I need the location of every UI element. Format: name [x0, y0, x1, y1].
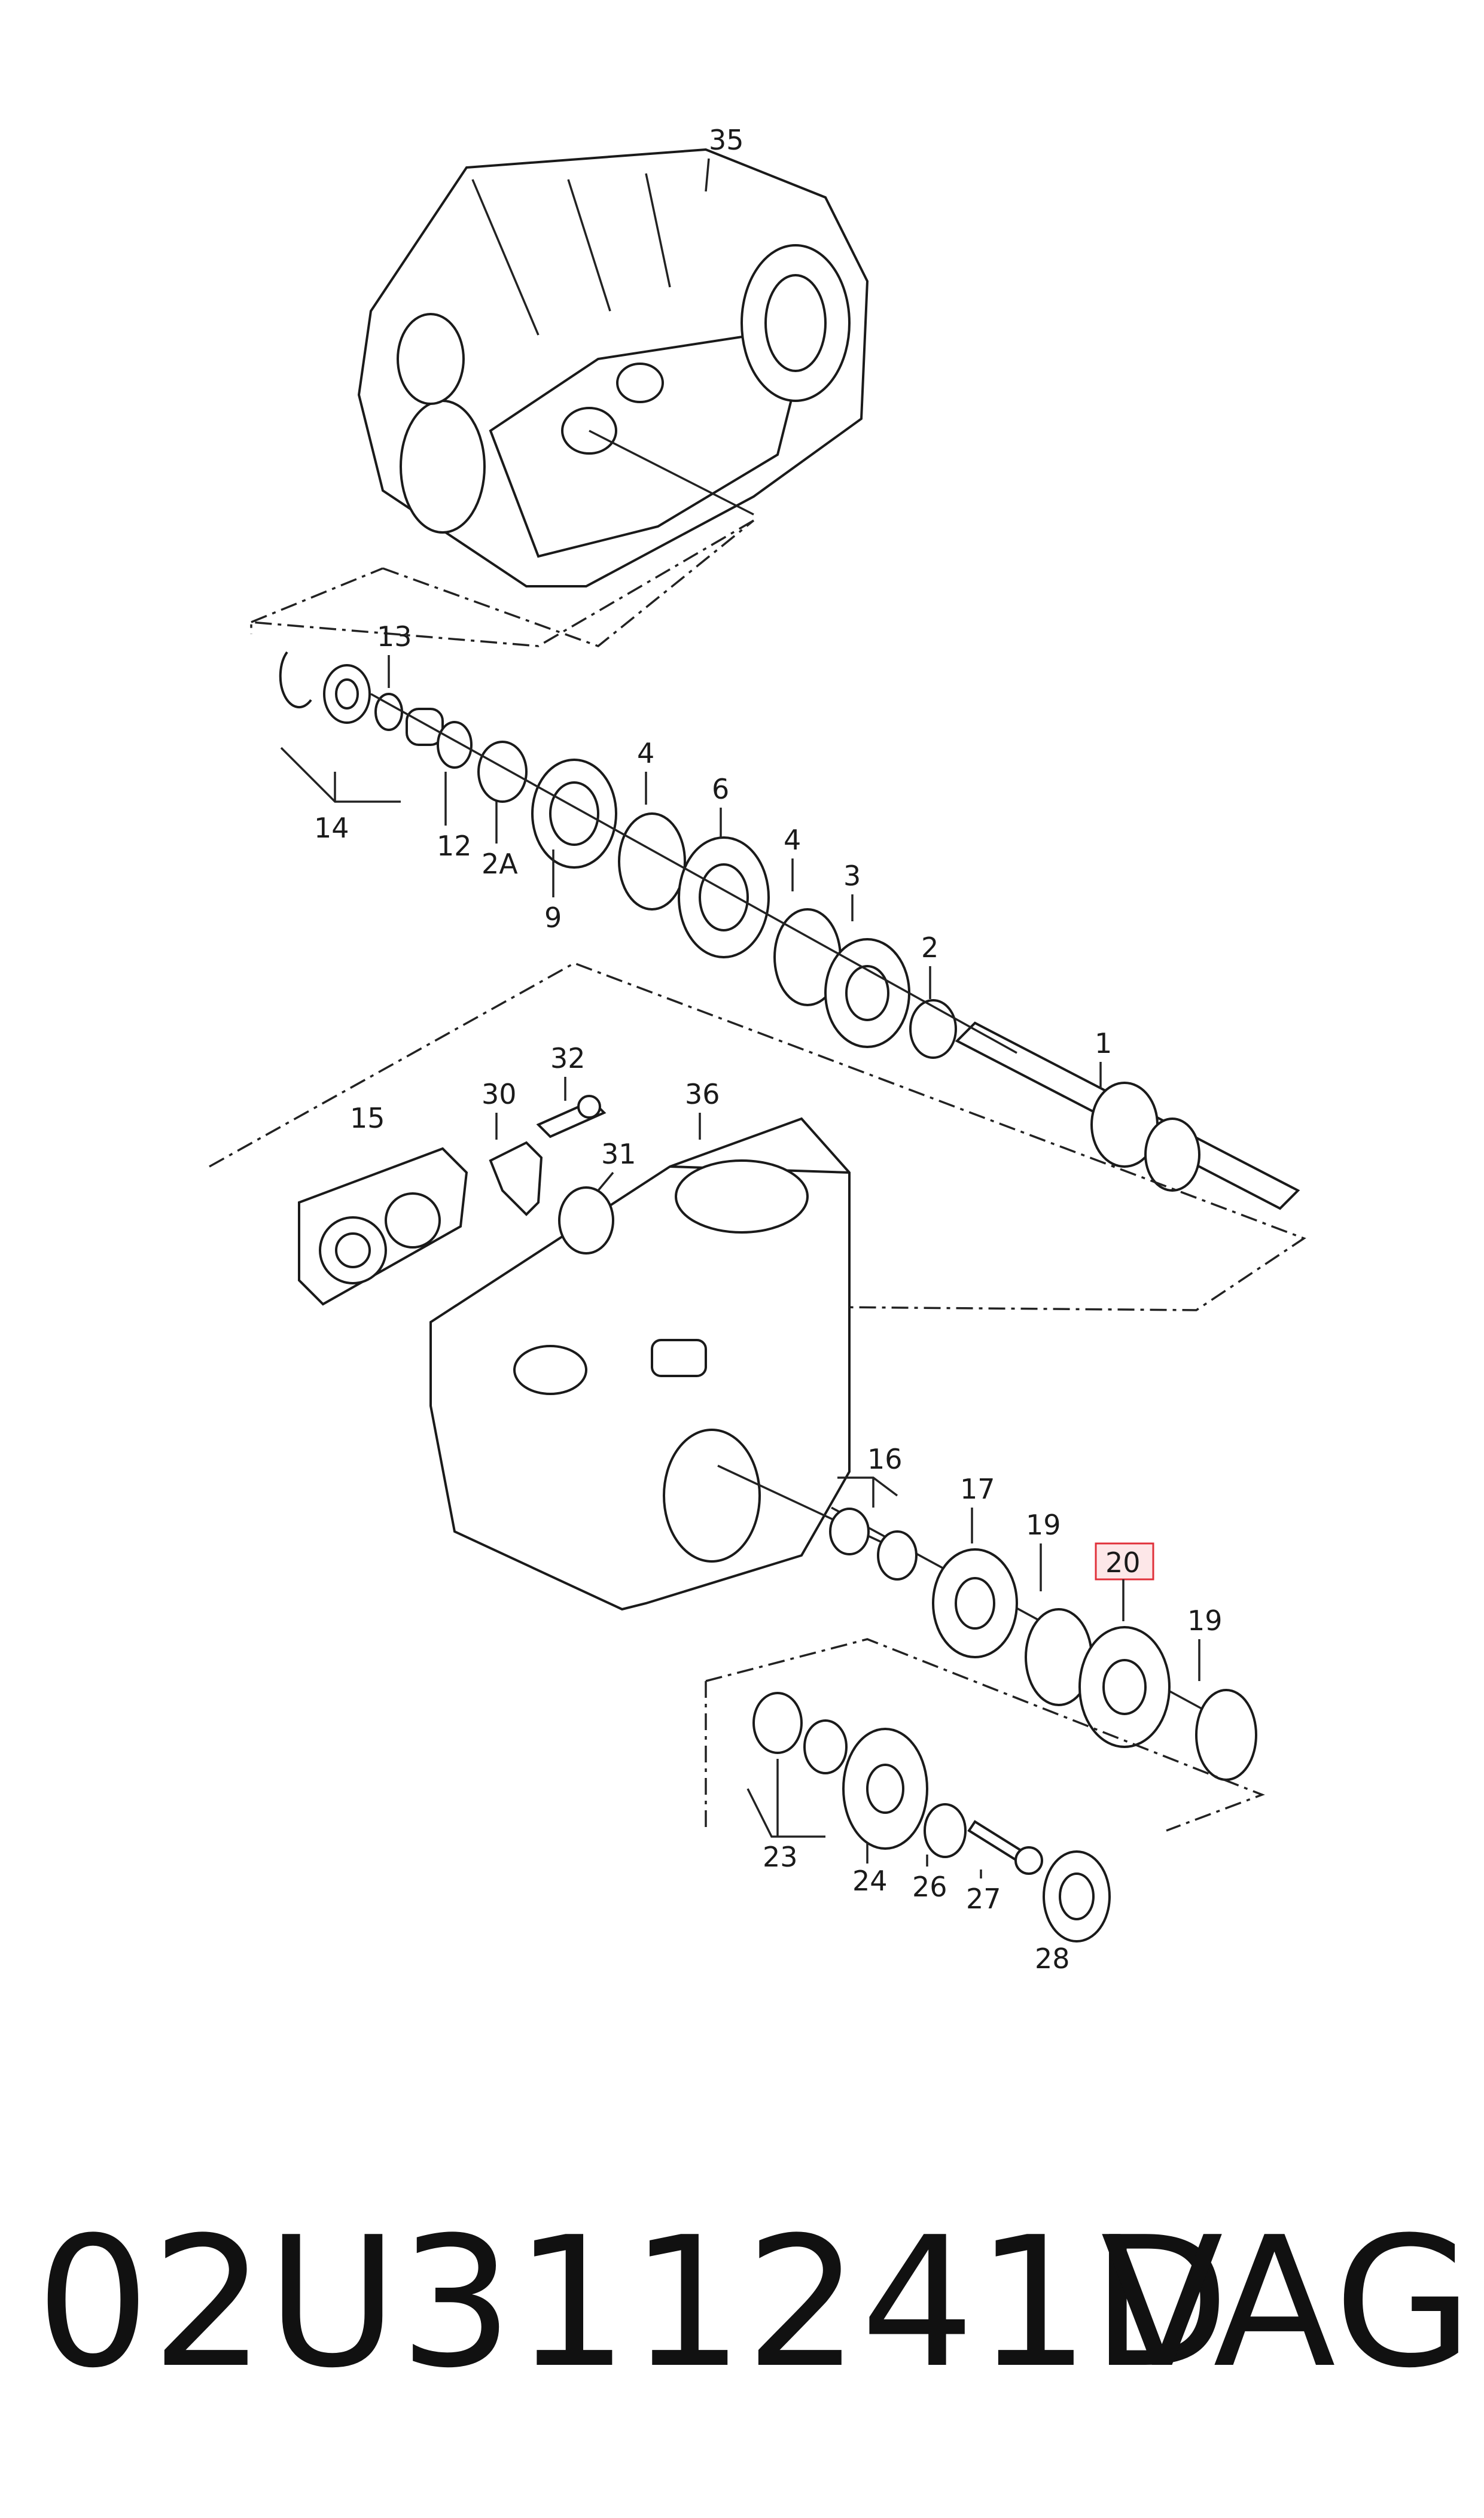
- shaft-assembly-upper: [279, 651, 1300, 1210]
- callout-28: 28: [1035, 1942, 1070, 1975]
- leader-lines: [280, 158, 1200, 1878]
- callout-20: 20: [1105, 1546, 1141, 1579]
- callout-36: 36: [685, 1078, 720, 1110]
- callout-1: 1: [1095, 1027, 1112, 1059]
- callout-24: 24: [852, 1865, 888, 1897]
- callout-32: 32: [550, 1042, 586, 1074]
- callout-2A: 2A: [482, 848, 518, 880]
- callout-12: 12: [437, 830, 472, 862]
- callout-31: 31: [601, 1138, 636, 1170]
- callout-20-highlight-box: [1095, 1542, 1154, 1581]
- shaft-assembly-lower: [829, 1506, 1257, 1781]
- brand-label: VAG: [1101, 2199, 1474, 2407]
- shift-parts-30-31-32: [489, 1095, 614, 1255]
- callout-14: 14: [314, 812, 349, 844]
- bottom-parts-23-28: [752, 1692, 1111, 1942]
- part-number: 02U311241D: [36, 2199, 1231, 2407]
- footer: 02U311241D VAG: [36, 2199, 1473, 2441]
- callout-19b: 19: [1187, 1604, 1223, 1637]
- callout-4b: 4: [784, 824, 801, 856]
- callout-35: 35: [709, 124, 744, 156]
- callout-16: 16: [867, 1443, 903, 1475]
- callout-23: 23: [763, 1841, 798, 1873]
- callout-19a: 19: [1026, 1509, 1061, 1541]
- gearbox-housing-36: [429, 1117, 898, 1611]
- callout-13: 13: [377, 620, 412, 653]
- dashed-boundary-bottom: [705, 1638, 1265, 1832]
- gearbox-housing-35: [357, 148, 869, 587]
- callout-6: 6: [712, 773, 729, 805]
- dashed-boundary-middle: [209, 962, 1306, 1311]
- callout-9: 9: [544, 902, 562, 934]
- callout-26: 26: [912, 1871, 947, 1903]
- dashed-boundary-top: [250, 519, 754, 647]
- cover-plate-15: [298, 1147, 468, 1306]
- callout-labels: 35 13 14 12 2A 9 4 6 4 3 2 1 32 30 36 15…: [314, 124, 1223, 1975]
- callout-27: 27: [966, 1883, 1001, 1915]
- callout-4a: 4: [637, 737, 654, 769]
- callout-2: 2: [921, 931, 938, 964]
- callout-30: 30: [482, 1078, 517, 1110]
- callout-17: 17: [960, 1473, 995, 1505]
- callout-15: 15: [350, 1102, 385, 1134]
- callout-3: 3: [843, 860, 861, 892]
